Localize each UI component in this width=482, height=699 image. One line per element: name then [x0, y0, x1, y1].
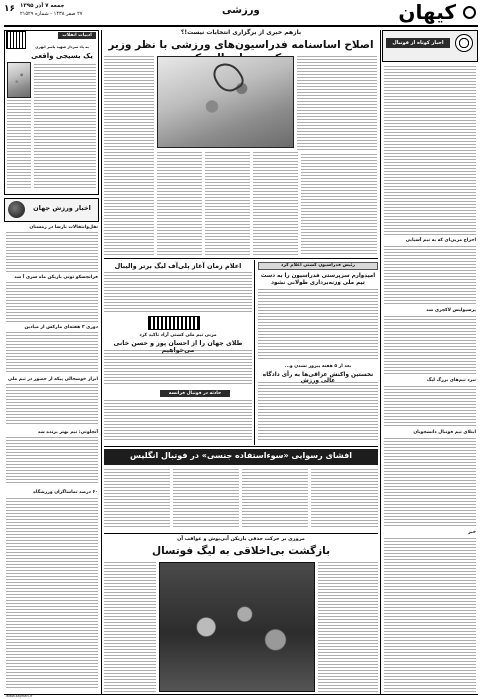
- main-below-photo-1: [157, 152, 202, 256]
- short-news-label: اخبار کوتاه از فوتبال: [386, 38, 450, 48]
- main-below-photo-3: [253, 152, 298, 256]
- wide-text-1: [104, 469, 170, 529]
- gold-kicker: مربی تیم ملی کشتی آزاد تاکید کرد: [139, 333, 217, 338]
- middle-divider: [254, 260, 255, 445]
- main-col-right-2: [301, 154, 377, 254]
- iraq-kicker: بعد از ۵ هفته پیروز نشدن و...: [284, 364, 352, 369]
- column-logo-icon: [6, 31, 26, 49]
- footer-url[interactable]: www.kayhan.ir: [6, 694, 33, 698]
- right-text-1: [384, 66, 476, 236]
- column-title: یک بسیجی واقعی: [31, 52, 93, 60]
- wide-text-2: [173, 469, 239, 529]
- main-col-right: [297, 56, 377, 151]
- wide-text-4: [311, 469, 378, 529]
- world-item-6: ۶۰ درصد تماشاگران ورزشگاه: [33, 490, 98, 495]
- right-title-2: پرسپولیس لاکچری شد: [426, 308, 476, 313]
- bottom-kicker: مروری بر حرکت حذفی بازیکن آبی‌پوش و عواق…: [177, 536, 305, 542]
- note-text: [104, 400, 252, 442]
- right-text-3: [384, 316, 476, 376]
- world-item-3: دوری ۳ هفته‌ای مارکس از میادین: [24, 325, 98, 330]
- volleyball-text: [104, 272, 252, 312]
- grey-label: رئیس فدراسیون کشتی اعلام کرد: [281, 263, 355, 268]
- masthead-rule: [4, 25, 478, 27]
- iraq-text: [258, 382, 378, 442]
- wide-headline-bar: [104, 449, 378, 465]
- world-label: اخبار ورزش جهان: [33, 204, 91, 212]
- world-text-1: [6, 232, 98, 272]
- world-item-4: ابراز خوشحالی پیکه از حضور در تیم ملی: [7, 377, 98, 382]
- main-photo-gymnast: [157, 56, 294, 148]
- wide-text-3: [242, 469, 308, 529]
- right-col-divider: [380, 30, 381, 694]
- bottom-text-left: [104, 562, 156, 692]
- grey-label-bar: [258, 262, 378, 270]
- column-body-2: [7, 100, 31, 190]
- date-line-2: ۲۷ صفر ۱۴۳۸ - شماره ۲۱۵۲۹: [20, 11, 83, 17]
- world-text-2: [6, 282, 98, 322]
- right-text-4: [384, 386, 476, 426]
- column-kicker: به یاد سردار شهید یاسر ابهری: [35, 45, 89, 49]
- main-col-1: [104, 56, 154, 256]
- column-box: [4, 30, 99, 195]
- right-text-5: [384, 438, 476, 528]
- left-col-divider: [101, 30, 102, 694]
- right-title-5: خبر: [468, 530, 476, 535]
- date-line-1: جمعه ۷ آذر ۱۳۹۵: [20, 3, 65, 9]
- right-title-3: نبرد تیم‌های بزرگ لیگ: [426, 378, 476, 383]
- right-title-1: اخراج مربی‌ای که به تیم آسیایی: [405, 238, 476, 243]
- right-text-6: [384, 538, 476, 693]
- masthead: کیهان ورزشی جمعه ۷ آذر ۱۳۹۵ ۲۷ صفر ۱۴۳۸ …: [0, 0, 482, 26]
- world-item-2: فرانچسکو توتی بازیکن ماه سری آ شد: [14, 275, 98, 280]
- gold-logo: [148, 316, 200, 330]
- volleyball-title: اعلام زمان آغاز پلی‌آف لیگ برتر والیبال: [114, 262, 242, 270]
- world-item-5: آنچلوتی: تیم بهتر برنده شد: [37, 430, 98, 435]
- globe-icon: [8, 201, 25, 218]
- world-text-5: [6, 437, 98, 485]
- bottom-headline: بازگشت بی‌اخلاقی به لیگ فوتسال: [151, 545, 331, 557]
- football-icon: [455, 34, 473, 52]
- column-portrait: [7, 62, 31, 98]
- right-title-4: ابتلای تیم فوتبال دانشجویان: [413, 430, 476, 435]
- note-label: حادثه در فوتبال فرانسه: [160, 390, 230, 397]
- main-bottom-rule: [104, 258, 378, 259]
- logo-circle-icon: [463, 6, 476, 19]
- iraq-headline: نخستین واکنش عراقی‌ها به رأی دادگاه عالی…: [262, 372, 374, 384]
- right-text-2: [384, 246, 476, 306]
- section-title: ورزشی: [222, 5, 260, 16]
- bottom-text-right: [318, 562, 378, 692]
- main-kicker: بازهم خبری از برگزاری انتخابات نیست!؟: [180, 29, 302, 36]
- wrestle-text: [258, 289, 378, 361]
- world-text-4: [6, 384, 98, 426]
- page-number: ۱۶: [4, 4, 15, 14]
- column-label: ادبیات انقلاب: [58, 32, 96, 39]
- world-text-3: [6, 332, 98, 374]
- bottom-top-rule: [104, 533, 378, 534]
- wide-top-rule: [104, 446, 378, 447]
- gold-text: [104, 350, 252, 386]
- main-below-photo-2: [205, 152, 250, 256]
- wrestle-headline: امیدوارم سرپرستی فدراسیون را به دست تیم …: [260, 273, 376, 286]
- column-body: [34, 64, 96, 190]
- world-item-1: نقل‌وانتقالات بارسا در زمستان: [29, 225, 98, 230]
- wide-headline: افشای رسوایی «سوءاستفاده جنسی» در فوتبال…: [130, 451, 352, 460]
- footer-rule: [4, 694, 478, 695]
- futsal-photo: [159, 562, 315, 692]
- logo: کیهان: [398, 0, 457, 24]
- world-text-6: [6, 498, 98, 690]
